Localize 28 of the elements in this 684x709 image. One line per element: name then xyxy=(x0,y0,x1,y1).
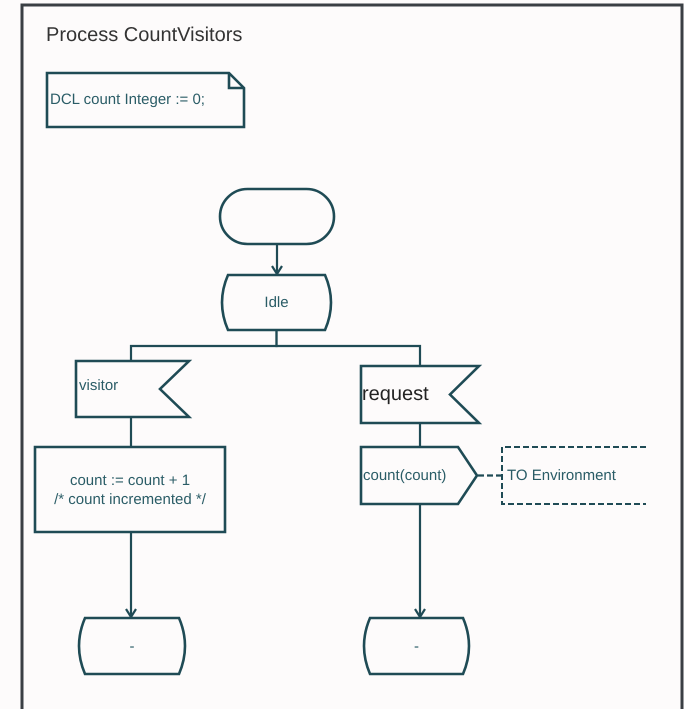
node-label: Idle xyxy=(264,293,289,312)
arrow xyxy=(270,245,284,276)
arrow xyxy=(124,533,138,618)
input-signal-symbol xyxy=(360,365,480,424)
connector-line xyxy=(275,331,422,365)
node-label: visitor xyxy=(79,376,118,394)
frame-heading: Process CountVisitors xyxy=(46,24,242,47)
node-label: count := count + 1 xyxy=(70,470,190,490)
input-signal-symbol xyxy=(75,360,190,418)
start-symbol xyxy=(219,188,335,245)
state-symbol xyxy=(75,617,189,675)
node-label: request xyxy=(362,385,429,404)
node-label: count(count) xyxy=(363,466,446,485)
node-label: /* count incremented */ xyxy=(54,490,206,508)
dashed-connector xyxy=(478,474,501,477)
output-signal-symbol xyxy=(360,446,478,505)
text-symbol xyxy=(46,72,245,128)
connector-line xyxy=(418,424,422,446)
node-label: - xyxy=(414,636,419,656)
node-label: DCL count Integer := 0; xyxy=(50,90,205,109)
state-symbol xyxy=(218,274,335,331)
task-box xyxy=(34,446,226,533)
node-label: - xyxy=(130,636,134,656)
arrow xyxy=(414,505,426,618)
state-symbol xyxy=(360,617,473,675)
comment-symbol xyxy=(501,446,646,505)
node-label: TO Environment xyxy=(507,466,616,485)
connector-line xyxy=(130,418,132,446)
